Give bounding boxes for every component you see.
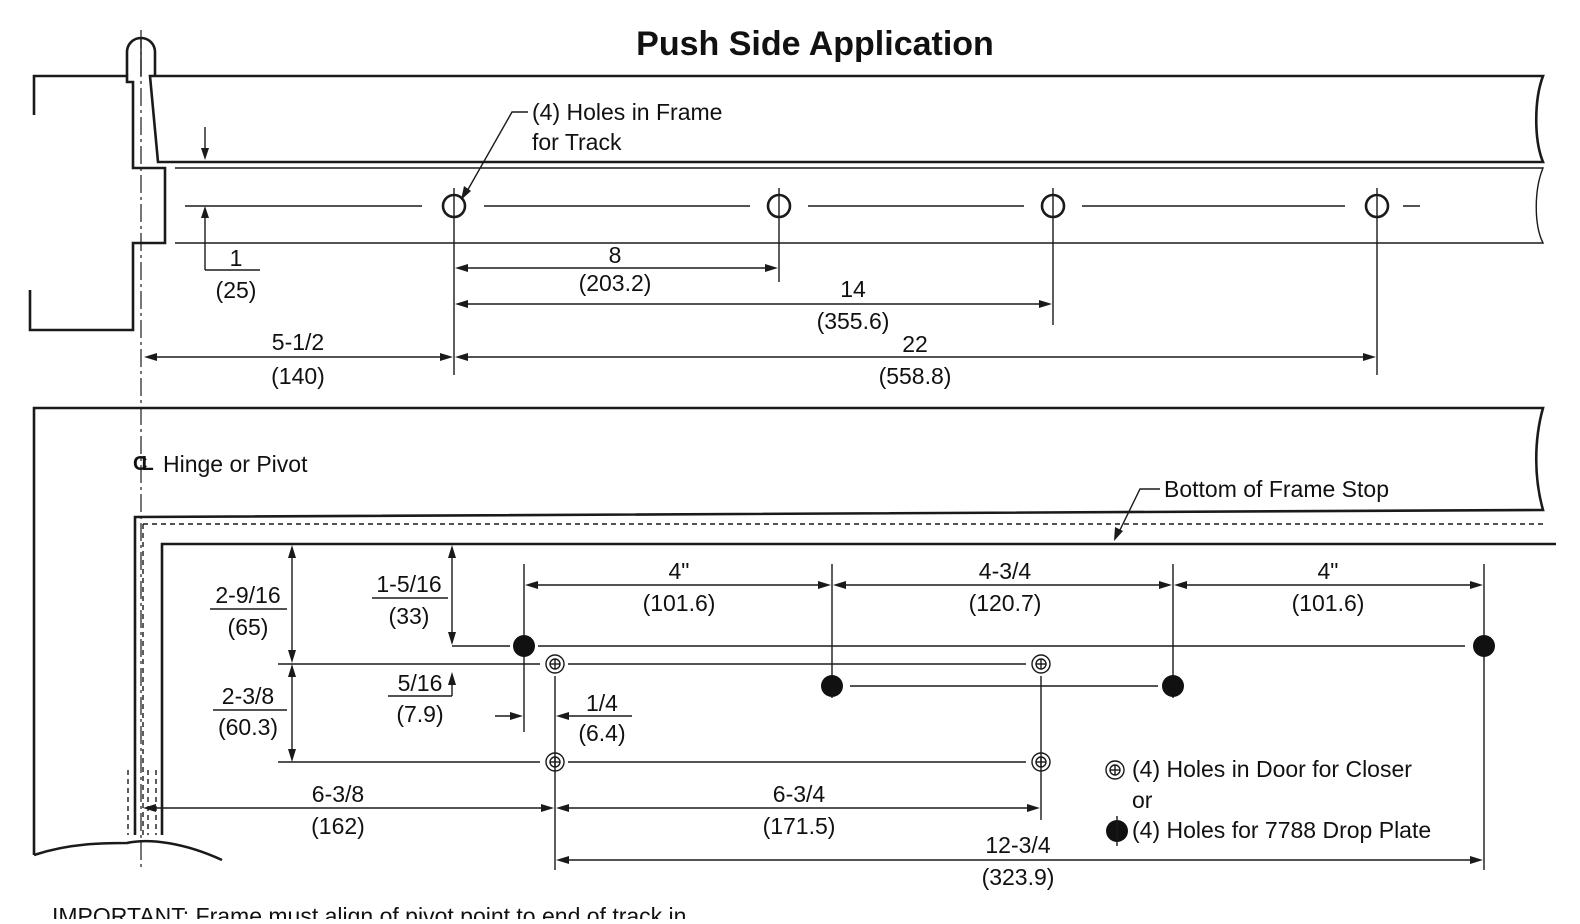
frame-hole: [1364, 188, 1390, 375]
dim-4-left-mm: (101.6): [643, 590, 716, 616]
door-bottom: [33, 839, 223, 862]
dim-22-in: 22: [902, 331, 928, 357]
dim-1-4-in: 1/4: [586, 690, 618, 716]
centerline-label: Hinge or Pivot: [163, 451, 308, 477]
drop-plate-hole: [1162, 675, 1184, 697]
dim-6-3-8-in: 6-3/8: [312, 781, 364, 807]
frame-stop-label: Bottom of Frame Stop: [1164, 476, 1389, 502]
drop-plate-hole: [821, 675, 843, 697]
door-frame-outline: [32, 406, 1545, 855]
dim-6-3-4-mm: (171.5): [763, 813, 836, 839]
door-view: CL Hinge or Pivot Bottom of Frame Stop: [32, 406, 1556, 890]
dim-1-in: 1: [230, 245, 243, 271]
legend-or: or: [1132, 787, 1153, 813]
dim-2-9-16-in: 2-9/16: [215, 582, 280, 608]
drop-plate-hole: [513, 635, 535, 657]
legend-closer: (4) Holes in Door for Closer: [1132, 756, 1412, 782]
frame-holes-label: (4) Holes in Frame: [532, 99, 722, 125]
dim-4-3-4-mm: (120.7): [969, 590, 1042, 616]
dim-4-3-4-in: 4-3/4: [979, 558, 1032, 584]
dim-4-left-in: 4": [669, 558, 690, 584]
frame-hole: [1040, 188, 1066, 325]
dim-22-mm: (558.8): [879, 363, 952, 389]
dim-6-3-8-mm: (162): [311, 813, 365, 839]
dim-5-16-in: 5/16: [398, 670, 443, 696]
dim-8-in: 8: [609, 242, 622, 268]
dim-8-mm: (203.2): [579, 270, 652, 296]
diagram-title: Push Side Application: [636, 25, 994, 63]
frame-holes-label-2: for Track: [532, 129, 622, 155]
frame-header: [148, 74, 1545, 164]
dim-1-5-16-mm: (33): [389, 603, 430, 629]
dim-2-3-8-mm: (60.3): [218, 714, 278, 740]
dim-14-in: 14: [840, 276, 866, 302]
closer-hole-icon: [1105, 760, 1125, 780]
dim-1-5-16-in: 1-5/16: [376, 571, 441, 597]
frame-hole: [441, 188, 467, 375]
jamb-profile: [28, 74, 167, 332]
closer-hole: [1031, 752, 1051, 772]
dim-6-3-4-in: 6-3/4: [773, 781, 826, 807]
dim-14-mm: (355.6): [817, 308, 890, 334]
drop-plate-icon: [1106, 816, 1128, 846]
dim-1-mm: (25): [216, 277, 257, 303]
legend: (4) Holes in Door for Closer or (4) Hole…: [1105, 756, 1431, 846]
frame-stop: [160, 542, 1556, 835]
frame-hole: [766, 188, 792, 282]
legend-drop-plate: (4) Holes for 7788 Drop Plate: [1132, 817, 1431, 843]
dim-2-9-16-mm: (65): [228, 614, 269, 640]
closer-hole: [545, 752, 565, 772]
closer-hole: [1031, 654, 1051, 674]
track-band: [175, 167, 1545, 244]
footer-note: IMPORTANT: Frame must align of pivot poi…: [52, 903, 686, 919]
dim-5-1-2-mm: (140): [271, 363, 325, 389]
centerline-symbol: CL: [133, 453, 153, 475]
drop-plate-hole: [1473, 635, 1495, 657]
dim-12-3-4-in: 12-3/4: [985, 832, 1050, 858]
frame-view: (4) Holes in Frame for Track 1 (25) 8 (2…: [28, 36, 1545, 389]
dim-4-right-in: 4": [1318, 558, 1339, 584]
dim-12-3-4-mm: (323.9): [982, 864, 1055, 890]
dim-1-4-mm: (6.4): [578, 720, 625, 746]
dim-2-3-8-in: 2-3/8: [222, 683, 274, 709]
dim-4-right-mm: (101.6): [1292, 590, 1365, 616]
dim-5-1-2-in: 5-1/2: [272, 329, 324, 355]
dim-5-16-mm: (7.9): [396, 701, 443, 727]
closer-hole: [545, 654, 565, 674]
